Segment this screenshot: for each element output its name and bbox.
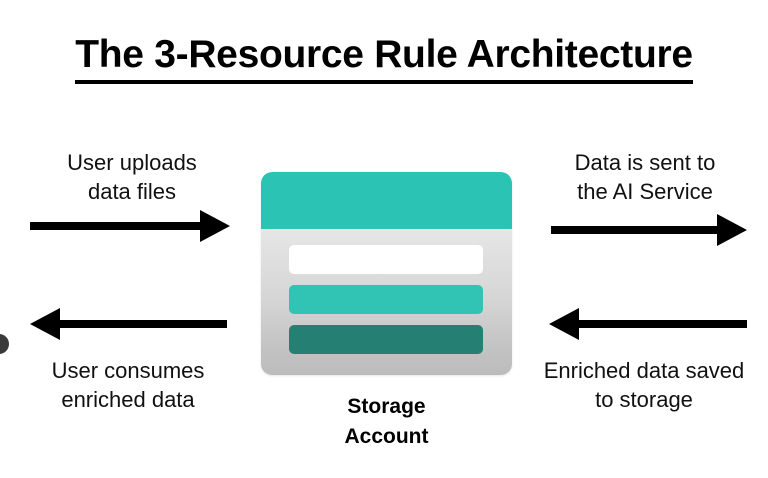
flow-label-enriched-saved-line2: to storage	[595, 387, 693, 412]
page-title: The 3-Resource Rule Architecture	[0, 32, 768, 84]
flow-label-user-consumes-line2: enriched data	[61, 387, 195, 412]
flow-label-user-consumes: User consumes enriched data	[2, 356, 254, 414]
flow-label-enriched-saved-line1: Enriched data saved	[543, 358, 745, 383]
storage-icon-bar-white	[289, 245, 483, 274]
flow-label-data-sent-to-ai: Data is sent to the AI Service	[522, 148, 768, 206]
flow-label-user-consumes-line1: User consumes	[51, 358, 205, 383]
storage-account-label: Storage Account	[261, 392, 512, 452]
flow-label-user-uploads-line2: data files	[87, 179, 177, 204]
edge-artifact-dot	[0, 334, 9, 354]
arrow-left-enriched-saved	[549, 306, 747, 347]
flow-label-data-sent-to-ai-line2: the AI Service	[577, 179, 713, 204]
flow-label-user-uploads: User uploads data files	[12, 148, 252, 206]
arrow-right-user-uploads	[30, 208, 230, 249]
flow-label-user-uploads-line1: User uploads	[67, 150, 197, 175]
storage-account-label-line2: Account	[344, 425, 429, 448]
storage-icon-header-band	[261, 172, 512, 229]
storage-account-icon	[261, 172, 512, 375]
arrow-right-data-sent-to-ai	[551, 212, 747, 253]
storage-account-label-line1: Storage	[347, 395, 426, 418]
arrow-left-user-consumes	[30, 306, 227, 347]
storage-icon-bar-dark-teal	[289, 325, 483, 354]
flow-label-enriched-saved: Enriched data saved to storage	[520, 356, 768, 414]
flow-label-data-sent-to-ai-line1: Data is sent to	[574, 150, 716, 175]
storage-icon-bar-teal	[289, 285, 483, 314]
page-title-text: The 3-Resource Rule Architecture	[75, 32, 693, 84]
